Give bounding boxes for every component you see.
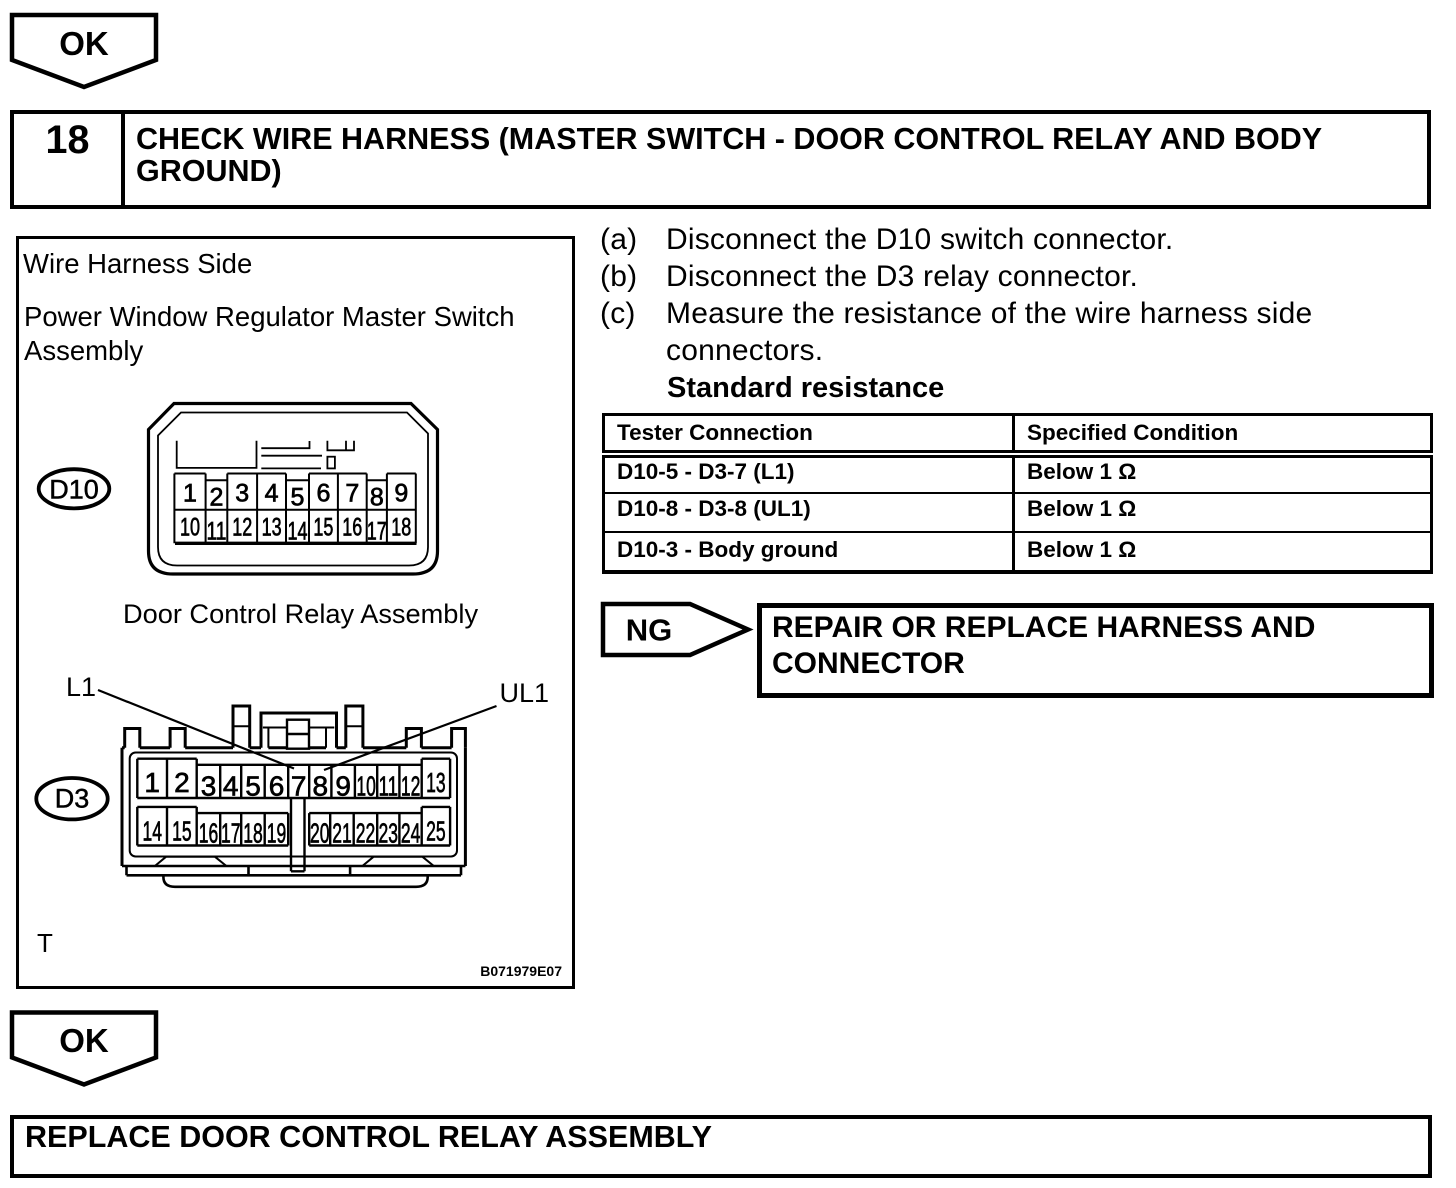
svg-text:1: 1: [144, 767, 160, 798]
svg-text:24: 24: [401, 818, 421, 849]
svg-text:15: 15: [313, 514, 333, 542]
svg-text:9: 9: [335, 771, 351, 802]
svg-text:22: 22: [356, 818, 376, 849]
svg-text:11: 11: [379, 771, 399, 802]
svg-text:5: 5: [245, 771, 261, 802]
svg-text:17: 17: [367, 518, 387, 546]
svg-text:10: 10: [356, 771, 376, 802]
svg-text:8: 8: [313, 771, 329, 802]
svg-text:Door Control Relay Assembly: Door Control Relay Assembly: [123, 598, 478, 629]
svg-text:18: 18: [391, 514, 411, 542]
svg-text:13: 13: [426, 767, 446, 798]
svg-text:8: 8: [370, 484, 384, 512]
svg-text:4: 4: [265, 480, 279, 508]
svg-text:2: 2: [210, 484, 224, 512]
svg-text:19: 19: [267, 818, 287, 849]
svg-text:17: 17: [221, 818, 241, 849]
svg-text:16: 16: [199, 818, 219, 849]
svg-text:10: 10: [180, 514, 200, 542]
svg-text:20: 20: [310, 818, 330, 849]
svg-text:11: 11: [207, 518, 227, 546]
svg-text:4: 4: [223, 771, 239, 802]
svg-text:21: 21: [332, 818, 352, 849]
svg-text:12: 12: [401, 771, 421, 802]
svg-text:2: 2: [174, 767, 190, 798]
svg-text:3: 3: [235, 480, 249, 508]
svg-text:L1: L1: [66, 672, 96, 702]
svg-text:T: T: [37, 928, 53, 958]
svg-text:3: 3: [201, 771, 217, 802]
svg-text:1: 1: [183, 480, 197, 508]
svg-text:9: 9: [394, 480, 408, 508]
svg-text:15: 15: [172, 815, 192, 846]
svg-text:D10: D10: [49, 475, 99, 505]
svg-text:D3: D3: [55, 784, 90, 814]
svg-text:7: 7: [291, 771, 307, 802]
svg-text:NG: NG: [626, 613, 673, 648]
svg-text:6: 6: [269, 771, 285, 802]
svg-text:13: 13: [262, 514, 282, 542]
svg-text:7: 7: [345, 480, 359, 508]
svg-text:12: 12: [232, 514, 252, 542]
svg-text:18: 18: [243, 818, 263, 849]
svg-text:B071979E07: B071979E07: [480, 963, 562, 979]
svg-text:16: 16: [342, 514, 362, 542]
svg-text:OK: OK: [59, 25, 109, 62]
svg-text:UL1: UL1: [500, 678, 550, 708]
svg-text:23: 23: [379, 818, 399, 849]
svg-text:6: 6: [316, 480, 330, 508]
svg-text:25: 25: [426, 815, 446, 846]
svg-text:14: 14: [288, 518, 308, 546]
svg-text:OK: OK: [59, 1022, 109, 1059]
svg-text:14: 14: [142, 815, 162, 846]
svg-text:5: 5: [291, 484, 305, 512]
